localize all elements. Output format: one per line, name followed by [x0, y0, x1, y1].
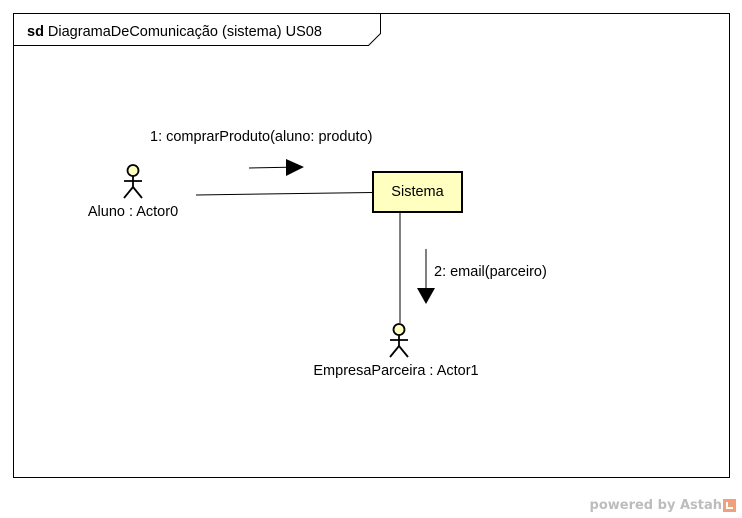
frame-name: DiagramaDeComunicação (sistema) US08: [48, 24, 322, 40]
link-aluno-sistema[interactable]: [195, 192, 374, 196]
astah-watermark: powered by Astah: [590, 498, 736, 513]
diagram-frame: [13, 13, 730, 478]
actor-empresa-label: EmpresaParceira : Actor1: [313, 363, 478, 379]
actor-aluno[interactable]: [123, 164, 143, 199]
object-sistema[interactable]: [372, 171, 463, 213]
actor-head: [126, 164, 140, 177]
frame-name-tab: [13, 13, 381, 46]
message-2-arrowhead: [417, 288, 435, 304]
frame-keyword: sd: [27, 24, 44, 40]
object-sistema-label: Sistema: [391, 184, 444, 200]
astah-logo-icon: [723, 499, 736, 512]
actor-aluno-label: Aluno : Actor0: [88, 204, 178, 220]
message-2-label: 2: email(parceiro): [434, 264, 547, 280]
actor-empresa-parceira[interactable]: [389, 323, 409, 358]
message-1-arrow-line: [248, 166, 289, 169]
actor-head: [392, 323, 406, 336]
message-1-label: 1: comprarProduto(aluno: produto): [150, 129, 372, 145]
message-1-arrowhead: [286, 159, 304, 176]
watermark-text: powered by Astah: [589, 498, 722, 513]
